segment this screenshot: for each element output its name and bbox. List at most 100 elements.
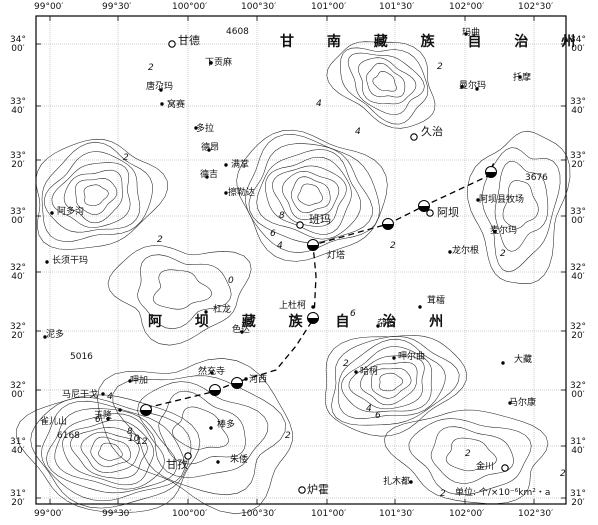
place-label: 河西 [249,375,268,385]
elevation-label: 5016 [70,352,93,362]
place-label: 杠龙 [213,305,232,315]
map-frame [35,15,567,505]
contour-value-label: 12 [136,437,148,447]
lon-tick-label-bottom: 102°30′ [518,509,554,519]
elevation-label: 3676 [525,173,548,183]
place-label: 呷加 [130,376,149,386]
place-label: 长须干玛 [52,256,89,266]
place-label: 棒多 [217,420,236,430]
place-label: 下贡麻 [205,58,233,68]
lon-tick-label-bottom: 102°00′ [449,509,485,519]
lat-tick-label-left: 33° 20′ [10,151,26,170]
contour-value-label: 2 [560,469,566,479]
contour-value-label: 2 [500,249,506,259]
place-label: 炉霍 [307,483,329,496]
contour-lines [16,41,571,515]
place-label: 大藏 [514,355,533,365]
contour-value-label: 8 [279,211,285,221]
place-label: 龙尔根 [452,246,480,256]
lon-tick-label-bottom: 101°30′ [379,509,415,519]
place-label: 茸檑 [427,296,446,306]
elevation-label: 6168 [57,431,80,441]
place-label: 德吉 [200,170,219,180]
lat-tick-label-left: 32° 00′ [10,381,26,400]
lat-tick-label-right: 33° 00′ [570,207,586,226]
elevation-label: 4608 [226,27,249,37]
place-label: 阿坝县牧场 [479,195,525,205]
place-label: 泥多 [46,330,65,340]
contour-value-label: 2 [157,235,163,245]
lat-tick-label-left: 33° 40′ [10,97,26,116]
contour-value-label: 4 [107,392,113,402]
place-label: 阿多沟 [57,207,85,217]
contour-value-label: 4 [355,127,361,137]
place-label: 德昂 [201,143,220,153]
lat-tick-label-left: 32° 40′ [10,263,26,282]
region-label-aba: 阿 坝 藏 族 自 治 州 [148,314,458,330]
lon-tick-label-top: 99°30′ [102,2,132,12]
contour-value-label: 2 [465,449,471,459]
contour-value-label: 2 [440,489,446,499]
lat-tick-label-right: 31° 20′ [570,489,586,508]
lon-tick-label-top: 101°00′ [311,2,347,12]
place-label: 马尼干戈 [62,390,99,400]
lat-tick-label-right: 32° 20′ [570,322,586,341]
lon-tick-label-bottom: 100°00′ [172,509,208,519]
contour-value-label: 2 [148,63,154,73]
place-label: 色达 [232,325,251,335]
place-label: 呷尔曲 [398,352,426,362]
contour-value-label: 6 [350,309,356,319]
place-label: 窝赛 [167,100,186,110]
place-label: 金川 [476,462,495,472]
lon-tick-label-bottom: 99°00′ [34,509,64,519]
lat-tick-label-right: 31° 40′ [570,437,586,456]
lat-tick-label-right: 32° 00′ [570,381,586,400]
lat-tick-label-right: 34° 00′ [570,35,586,54]
contour-value-label: 0 [228,276,234,286]
contour-value-label: 6 [375,411,381,421]
place-label: 班玛 [309,213,331,226]
lon-tick-label-top: 102°30′ [518,2,554,12]
place-label: 然充寺 [198,367,226,377]
lat-tick-label-left: 32° 20′ [10,322,26,341]
lon-tick-label-bottom: 101°00′ [311,509,347,519]
lon-tick-label-top: 102°00′ [449,2,485,12]
contour-value-label: 8 [127,427,133,437]
place-label: 朱倭 [230,455,249,465]
place-label: 上杜柯 [279,301,307,311]
lon-tick-label-bottom: 99°30′ [102,509,132,519]
place-label: 扎木都 [383,477,411,487]
city-markers [43,32,522,494]
lon-tick-label-bottom: 100°30′ [241,509,277,519]
lat-tick-label-left: 31° 20′ [10,489,26,508]
place-label: 曼尔玛 [459,81,487,91]
place-label: 杂多 [377,319,396,329]
place-label: 麦尔玛 [490,226,518,236]
contour-value-label: 2 [343,359,349,369]
contour-value-label: 2 [390,241,396,251]
lat-tick-label-right: 33° 20′ [570,151,586,170]
contour-value-label: 10 [128,434,140,444]
lon-tick-label-top: 100°30′ [241,2,277,12]
place-label: 雀儿山 [40,417,68,427]
contour-value-label: 2 [285,431,291,441]
unit-label: 单位: 个/×10⁻⁶km²・a [455,488,551,498]
place-label: 托摩 [513,73,532,83]
lat-tick-label-right: 33° 40′ [570,97,586,116]
place-label: 甘德 [178,34,200,47]
place-label: 满掌 [231,160,250,170]
lat-tick-label-left: 34° 00′ [10,35,26,54]
place-label: 玛曲 [462,28,481,38]
contour-value-label: 6 [270,229,276,239]
contour-value-label: 2 [437,62,443,72]
contour-value-label: 6 [95,415,101,425]
region-label-gannan: 甘 南 藏 族 自 治 州 [280,34,590,50]
place-label: 甘孜 [166,458,188,471]
place-label: 多拉 [196,124,215,134]
place-label: 灯塔 [327,251,346,261]
contour-value-label: 4 [366,404,372,414]
place-label: 久治 [421,125,443,138]
place-label: 擦勒达 [228,188,256,198]
lon-tick-label-top: 101°30′ [379,2,415,12]
